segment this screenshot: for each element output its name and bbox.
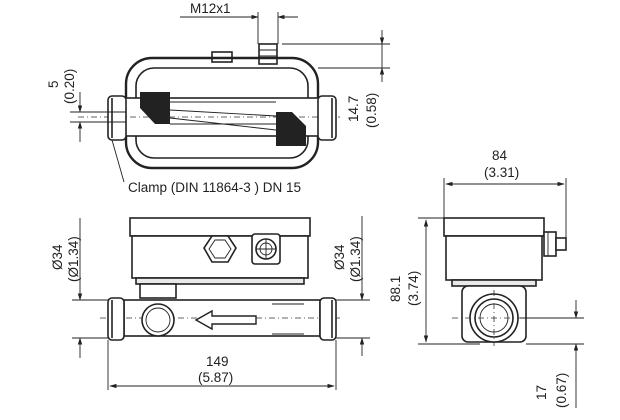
dim-17-in: (0.67): [554, 373, 569, 408]
dia-34-right-in: (Ø1.34): [348, 236, 363, 282]
flow-arrow-icon: [194, 309, 257, 331]
thread-label: M12x1: [190, 1, 231, 16]
front-clamp-right: [319, 297, 337, 341]
side-view: 84 (3.31) 88.1 (3.74) 17 (0.67): [388, 148, 584, 408]
dia-34-left-mm: Ø34: [50, 244, 65, 270]
front-view: Ø34 (Ø1.34) Ø34 (Ø1.34) 149 (5.87): [50, 216, 370, 390]
clamp-label: Clamp (DIN 11864-3 ) DN 15: [128, 180, 301, 195]
front-clamp-left: [107, 297, 125, 341]
dim-88-in: (3.74): [406, 271, 421, 306]
top-fitting-left: [211, 51, 233, 63]
dim-149-in: (5.87): [198, 370, 233, 385]
side-housing-top: [443, 217, 545, 237]
dim-84-mm: 84: [492, 148, 508, 163]
dia-34-left-in: (Ø1.34): [66, 236, 81, 282]
dim-5-in: (0.20): [62, 69, 77, 104]
dim-14-7-in: (0.58): [364, 93, 379, 128]
side-housing-body: [445, 235, 543, 281]
top-transducer-right: [276, 112, 306, 146]
side-housing-base: [451, 279, 537, 287]
top-clamp-right: [317, 95, 337, 141]
front-housing-top: [129, 217, 311, 237]
dia-34-right-mm: Ø34: [332, 244, 347, 270]
top-connector: [258, 43, 278, 65]
front-housing-base: [135, 277, 305, 285]
front-transducer: [141, 303, 175, 337]
side-connector: [543, 231, 557, 257]
dim-88-mm: 88.1: [388, 276, 403, 302]
top-transducer-left: [140, 92, 170, 124]
top-view: M12x1 5 (0.20) 14.7 (0.58) Clamp (DIN 11…: [46, 1, 390, 195]
dim-17-mm: 17: [534, 385, 549, 400]
dim-84-in: (3.31): [484, 165, 519, 180]
dim-5-mm: 5: [46, 80, 61, 88]
front-neck: [139, 283, 177, 299]
dim-14-7-mm: 14.7: [346, 96, 361, 122]
top-clamp-left: [107, 95, 127, 141]
cable-gland-icon: [203, 235, 237, 263]
dim-149-mm: 149: [206, 354, 229, 369]
